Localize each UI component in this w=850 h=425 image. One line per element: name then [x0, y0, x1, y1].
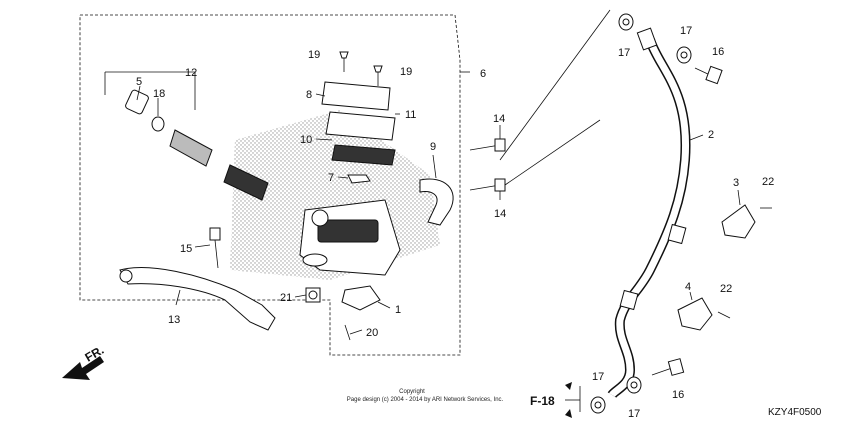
callout-20: 20: [366, 327, 378, 339]
callout-17: 17: [680, 25, 692, 37]
callout-21: 21: [280, 292, 292, 304]
screw-19[interactable]: [339, 51, 383, 86]
callout-16: 16: [712, 46, 724, 58]
callout-1: 1: [395, 304, 401, 316]
holder[interactable]: [419, 178, 454, 226]
bolt-22[interactable]: [717, 207, 772, 319]
callout-9: 9: [430, 141, 436, 153]
callout-7: 7: [328, 172, 334, 184]
leader-lines: [104, 9, 741, 335]
callout-11: 11: [405, 109, 416, 121]
brake-lever[interactable]: [119, 267, 276, 331]
copyright-title: Copyright: [399, 389, 425, 395]
callout-22: 22: [720, 283, 732, 295]
callout-17: 17: [618, 47, 630, 59]
callout-17: 17: [628, 408, 640, 420]
callout-5: 5: [136, 76, 142, 88]
diagram-code: KZY4F0500: [768, 407, 822, 418]
reference-label[interactable]: F-18: [530, 394, 555, 408]
hose-clamp-3[interactable]: [721, 204, 756, 239]
callout-14: 14: [494, 208, 506, 220]
callout-6: 6: [480, 68, 486, 80]
front-direction-arrow: [62, 356, 104, 380]
piston-set[interactable]: [125, 89, 269, 201]
callout-12: 12: [185, 67, 197, 79]
callout-16: 16: [672, 389, 684, 401]
callout-14: 14: [493, 113, 505, 125]
callout-17: 17: [592, 371, 604, 383]
reference-arrow: [565, 382, 581, 418]
callout-15: 15: [180, 243, 192, 255]
callout-10: 10: [300, 134, 312, 146]
callout-22: 22: [762, 176, 774, 188]
bolt-16[interactable]: [651, 65, 723, 376]
nut-21[interactable]: [305, 287, 321, 303]
callout-19: 19: [400, 66, 412, 78]
washer-17[interactable]: [590, 13, 692, 414]
boot-7[interactable]: [347, 174, 371, 184]
callout-18: 18: [153, 88, 165, 100]
callout-labels: 5 12 18 19 19 8 11 10 6 7 9 14 14 15 21 …: [136, 25, 774, 420]
screw-20[interactable]: [344, 324, 351, 341]
master-cylinder-body[interactable]: [299, 199, 401, 276]
reservoir-cap[interactable]: [321, 81, 396, 166]
callout-2: 2: [708, 129, 714, 141]
brake-hose[interactable]: [607, 27, 691, 399]
callout-8: 8: [306, 89, 312, 101]
assembly-boundary: [79, 14, 461, 356]
hose-clamp-4[interactable]: [677, 297, 713, 331]
bolt-14[interactable]: [469, 138, 506, 192]
callout-4: 4: [685, 281, 691, 293]
callout-19: 19: [308, 49, 320, 61]
stop-switch[interactable]: [341, 285, 381, 311]
callout-13: 13: [168, 314, 180, 326]
bolt-15[interactable]: [209, 227, 221, 269]
copyright-notice: Page design (c) 2004 - 2014 by ARI Netwo…: [347, 397, 504, 403]
callout-3: 3: [733, 177, 739, 189]
